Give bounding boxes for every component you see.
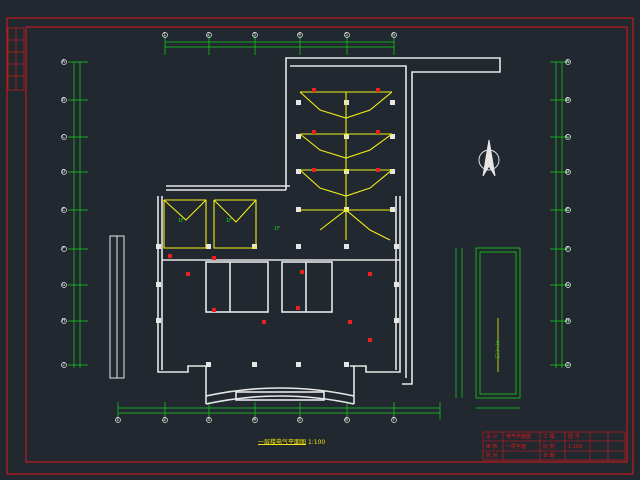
title-block-cell: 工 程 bbox=[543, 434, 555, 440]
axis-label-left-e: E bbox=[62, 207, 66, 213]
axis-label-right-g: G bbox=[566, 282, 570, 288]
axis-label-top-6: 6 bbox=[392, 32, 396, 38]
axis-label-bottom-3: 3 bbox=[207, 417, 211, 423]
axis-label-top-1: 1 bbox=[163, 32, 167, 38]
drawing-title: 一层楼电气平面图 1:100 bbox=[258, 439, 326, 446]
axis-label-left-h: H bbox=[62, 318, 66, 324]
axis-label-bottom-5: 5 bbox=[298, 417, 302, 423]
axis-label-right-h: H bbox=[566, 318, 570, 324]
electrical-fixtures bbox=[168, 88, 380, 342]
axis-label-bottom-1: 1 bbox=[116, 417, 120, 423]
top-dimension-chain bbox=[164, 36, 395, 55]
sheet-border-inner bbox=[25, 26, 628, 463]
right-annex bbox=[475, 247, 521, 399]
building-walls bbox=[157, 57, 501, 405]
axis-label-bottom-2: 2 bbox=[163, 417, 167, 423]
axis-label-right-d: D bbox=[566, 169, 570, 175]
axis-label-right-c: C bbox=[566, 134, 570, 140]
axis-label-top-3: 3 bbox=[253, 32, 257, 38]
left-annex bbox=[109, 235, 125, 379]
right-axis-bubbles bbox=[565, 59, 571, 368]
title-block-cell: 设 计 bbox=[486, 434, 498, 440]
title-block-cell: 比 例 bbox=[543, 444, 555, 450]
bottom-axis-bubbles bbox=[115, 417, 397, 423]
binding-strip bbox=[7, 27, 25, 91]
axis-label-right-e: E bbox=[566, 207, 570, 213]
entry-label: 主 入 口 bbox=[494, 340, 500, 359]
axis-label-right-f: F bbox=[566, 246, 570, 252]
title-block-cell: 日 期 bbox=[543, 453, 555, 459]
title-block-cell: 审 核 bbox=[486, 444, 498, 450]
axis-label-left-j: J bbox=[62, 362, 66, 368]
drawing-title-underline bbox=[258, 444, 306, 445]
axis-label-left-b: B bbox=[62, 97, 66, 103]
axis-label-right-a: A bbox=[566, 59, 570, 65]
title-block bbox=[482, 431, 626, 461]
axis-label-right-b: B bbox=[566, 97, 570, 103]
axis-label-left-g: G bbox=[62, 282, 66, 288]
top-axis-bubbles bbox=[162, 32, 397, 38]
title-block-cell: 电气平面图 bbox=[506, 434, 532, 440]
title-block-cell: 校 对 bbox=[486, 453, 498, 459]
right-annex-axis bbox=[455, 248, 520, 409]
axis-label-bottom-4: 4 bbox=[253, 417, 257, 423]
north-arrow-icon bbox=[478, 139, 500, 177]
title-block-cell: 一层平面 bbox=[506, 444, 527, 450]
axis-label-top-2: 2 bbox=[207, 32, 211, 38]
axis-label-bottom-6: 6 bbox=[345, 417, 349, 423]
axis-label-left-c: C bbox=[62, 134, 66, 140]
lighting-wiring bbox=[163, 91, 393, 249]
axis-label-right-j: J bbox=[566, 362, 570, 368]
axis-label-top-4: 4 bbox=[298, 32, 302, 38]
axis-label-bottom-7: 7 bbox=[392, 417, 396, 423]
room-tag: 1F bbox=[226, 218, 233, 224]
left-dimension-chain bbox=[68, 61, 88, 368]
axis-label-left-a: A bbox=[62, 59, 66, 65]
axis-label-top-5: 5 bbox=[345, 32, 349, 38]
sheet-border-outer bbox=[6, 17, 634, 475]
bottom-dimension-chain bbox=[117, 402, 441, 420]
room-tag: 1F bbox=[178, 218, 185, 224]
columns bbox=[156, 100, 399, 367]
axis-label-left-d: D bbox=[62, 169, 66, 175]
title-block-cell: 1:100 bbox=[568, 444, 583, 450]
left-axis-bubbles bbox=[61, 59, 67, 368]
right-dimension-chain bbox=[550, 61, 570, 368]
axis-label-left-f: F bbox=[62, 246, 66, 252]
title-block-cell: 图 号 bbox=[568, 434, 580, 440]
room-tag: 1F bbox=[274, 226, 281, 232]
